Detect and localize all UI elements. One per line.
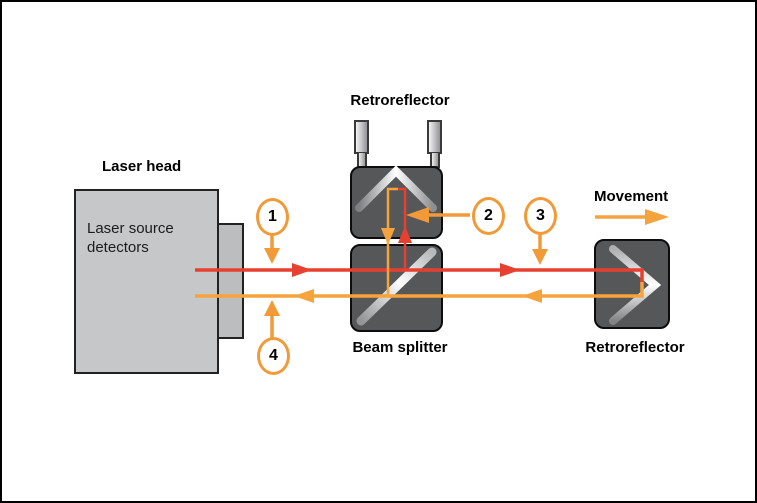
laser-head-body [74,189,219,374]
laser-head-label: Laser head [102,158,182,175]
movement-arrow-head [645,209,669,225]
return-beam [195,282,644,298]
outgoing-beam [195,268,644,284]
interferometer-chevron-mirror [355,165,437,212]
moving-retroreflector-label: Retroreflector [585,339,685,356]
outgoing-beam-arrowhead-2 [500,263,520,277]
reference-beam-down-arrowhead [381,228,395,245]
callout-3: 3 [524,197,557,235]
beam-splitter-label: Beam splitter [352,339,448,356]
detectors-text: detectors [87,239,149,256]
laser-source-text: Laser source [87,220,174,237]
interferometer-retroreflector-label: Retroreflector [350,92,450,109]
return-beam-arrowhead-1 [294,289,314,303]
outgoing-beam-arrowhead-1 [292,263,312,277]
callout-4-number: 4 [269,347,278,364]
callout-2: 2 [472,197,505,235]
beam-splitter-diagonal-mirror [356,247,437,326]
callout-1-pointer-arrowhead [264,248,280,264]
movement-label: Movement [594,188,669,205]
callout-1: 1 [256,198,289,236]
callout-4: 4 [257,337,290,375]
callout-3-number: 3 [536,207,545,224]
moving-retroreflector-chevron-mirror [609,245,662,325]
callout-2-number: 2 [484,207,493,224]
reference-beam-down-path [386,187,398,296]
reference-beam-up-arrowhead [398,226,412,243]
callout-4-pointer-arrowhead [264,300,280,316]
callout-3-pointer-arrowhead [532,249,548,265]
callout-1-number: 1 [268,208,277,225]
callout-2-pointer-arrowhead [406,207,429,223]
return-beam-arrowhead-2 [522,289,542,303]
